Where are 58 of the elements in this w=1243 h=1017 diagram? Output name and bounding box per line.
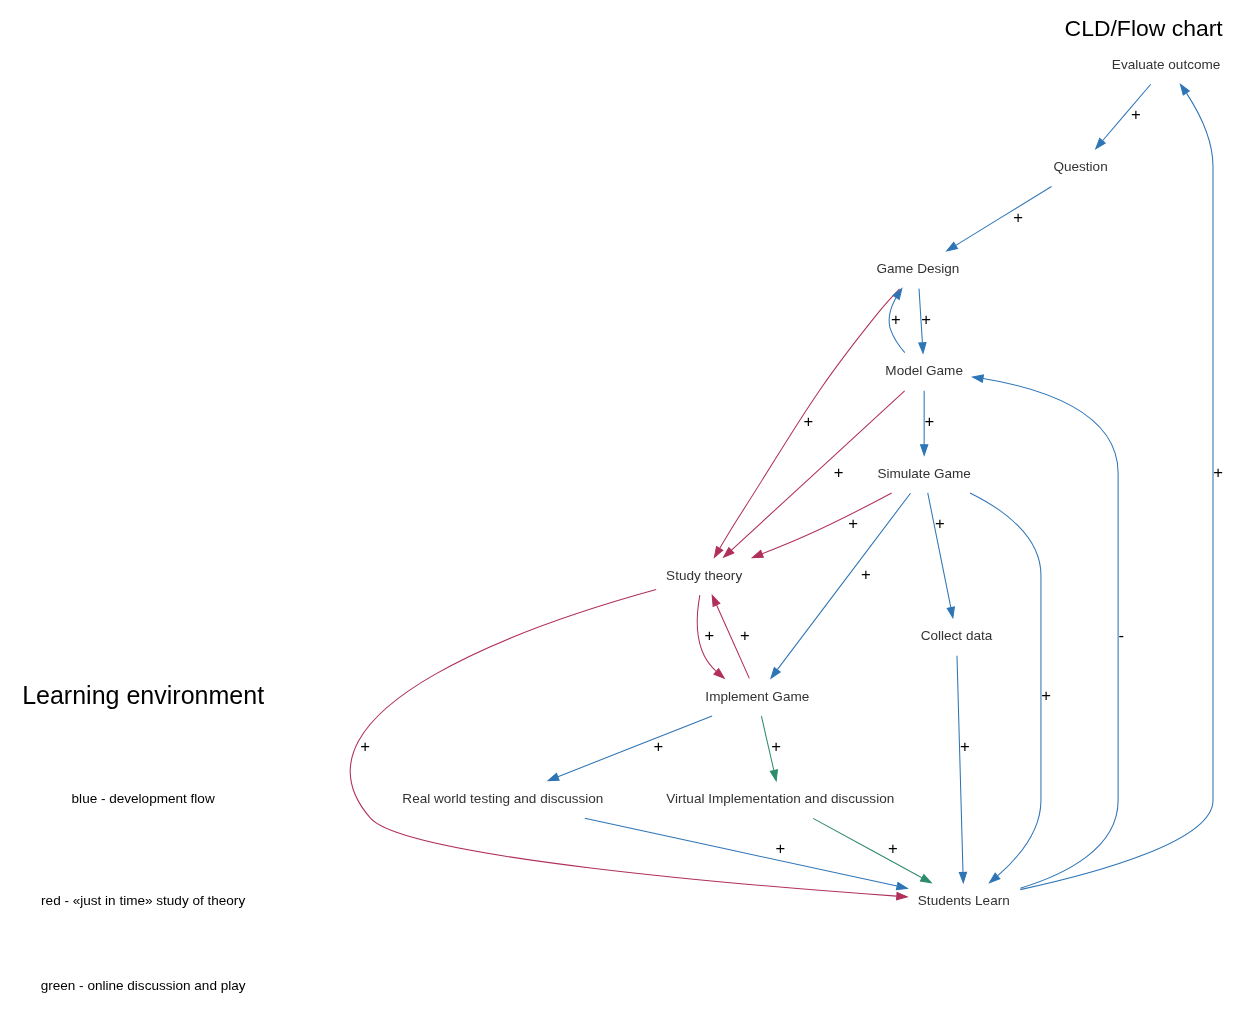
arrow [918,287,927,355]
arrow [584,817,909,890]
edge-label: + [1213,462,1224,482]
arrow [812,817,933,884]
arrow [722,389,906,558]
arrow [971,373,1119,889]
node-text: Students Learn [917,892,1010,908]
node-text: Game Design [876,260,960,276]
arrow [1019,82,1214,890]
arrow [919,389,929,457]
arrow [770,492,912,679]
node-text: Model Game [885,362,963,378]
arrow [956,654,968,884]
diagram-title: CLD/Flow chart [1064,14,1223,41]
arrow [760,715,778,782]
edge-label: + [803,411,814,431]
arrow [888,286,906,353]
edge-label: + [739,625,750,645]
edge-label: + [860,564,871,584]
arrow [711,593,750,679]
node-text: Study theory [666,567,743,583]
node-text: Virtual Implementation and discussion [666,790,895,806]
node-text: Collect data [920,627,993,643]
edge-label: + [921,309,932,329]
edge-label: + [653,736,664,756]
arrow [750,491,893,558]
arrow [350,588,909,900]
edge-label: + [771,736,781,756]
edge-label: + [1041,685,1052,705]
edge-label: + [833,462,844,482]
node-text: Question [1053,158,1108,174]
arrow [713,287,901,559]
arrow [696,594,726,679]
caption: Learning environment [22,680,265,709]
edge-label: + [891,309,901,329]
edge-label: + [924,411,935,431]
edge-label: + [934,513,945,533]
edge-label: + [360,736,371,756]
node-text: Implement Game [705,688,810,704]
arrow [945,185,1052,252]
node-text: Evaluate outcome [1111,56,1221,72]
edge-label: + [848,513,859,533]
label: red - «just in time» study of theory [41,892,246,908]
edge-label: + [1013,207,1023,227]
edge-label: - [1118,625,1125,645]
edge-label: + [775,838,786,858]
node-text: Simulate Game [877,465,971,481]
edge-label: + [1130,104,1141,124]
label: blue - development flow [71,790,215,806]
arrow [1094,83,1152,150]
edge-label: + [959,736,970,756]
arrow [969,491,1042,884]
label: green - online discussion and play [40,977,246,993]
arrow [546,715,713,781]
edge-label: + [888,838,898,858]
node-text: Real world testing and discussion [402,790,604,806]
edge-label: + [704,625,715,645]
arrow [927,491,956,619]
